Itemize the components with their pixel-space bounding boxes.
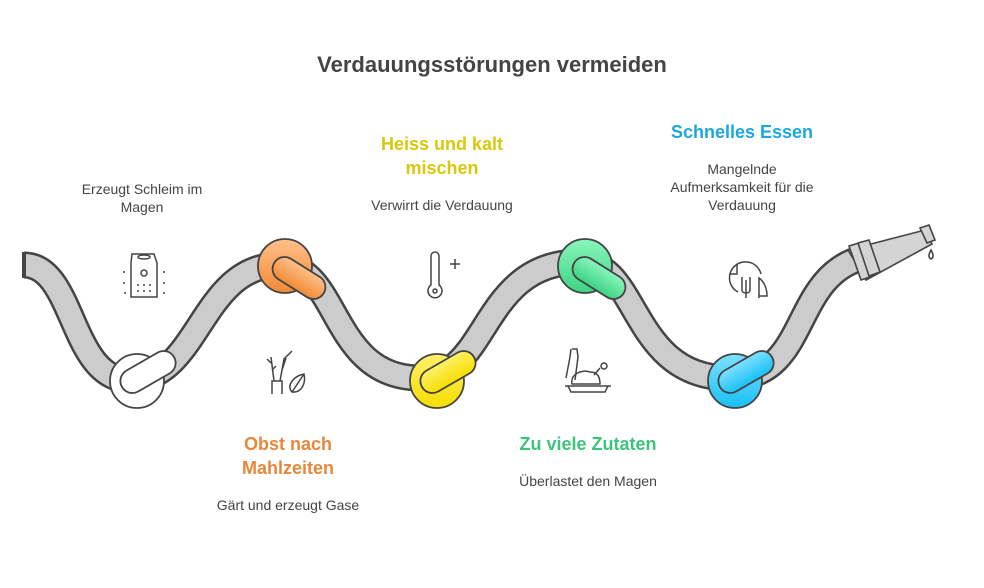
page-title: Verdauungsstörungen vermeiden: [317, 52, 667, 77]
knot-yellow: [409, 350, 477, 409]
step-4-heading: Zu viele Zutaten: [519, 434, 657, 454]
knot-green: [557, 238, 627, 300]
milk-carton-icon: [123, 253, 165, 298]
fruit-plant-icon: [266, 350, 306, 394]
hose-nozzle-icon: [846, 224, 937, 282]
knot-white: [109, 350, 177, 409]
step-3-description: Verwirrt die Verdauung: [371, 197, 513, 213]
step-1-description: Erzeugt Schleim im Magen: [81, 181, 203, 215]
step-5-heading: Schnelles Essen: [670, 122, 814, 142]
step-2-description: Gärt und erzeugt Gase: [216, 497, 360, 513]
knot-blue: [707, 350, 775, 409]
step-3-heading: Heiss und kalt mischen: [380, 134, 504, 178]
step-4-description: Überlastet den Magen: [519, 473, 657, 489]
meal-dish-icon: [565, 348, 611, 393]
step-2-heading: Obst nach Mahlzeiten: [241, 434, 334, 478]
thermometer-icon: [427, 251, 460, 299]
knot-orange: [257, 238, 327, 300]
step-5-description: Mangelnde Aufmerksamkeit für die Verdauu…: [670, 161, 814, 213]
clock-cutlery-icon: [728, 261, 768, 298]
